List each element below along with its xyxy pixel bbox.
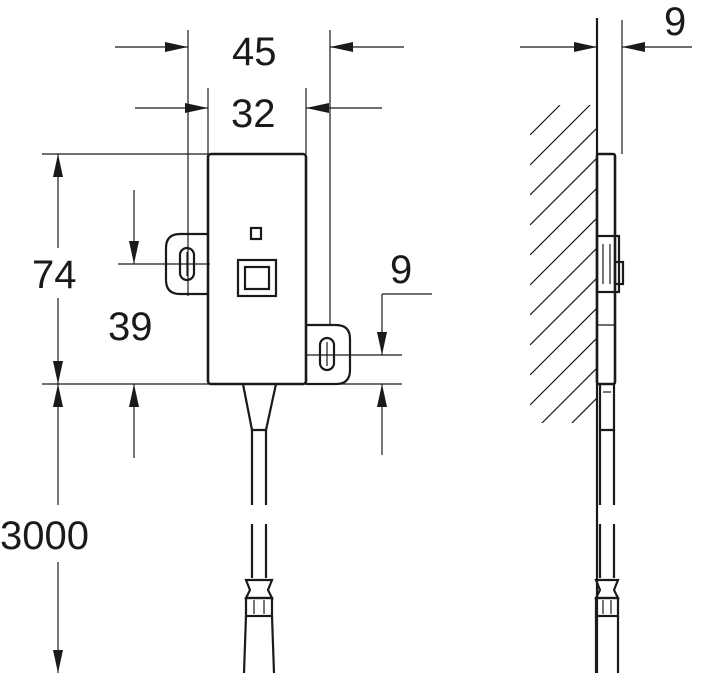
- side-bracket: [595, 234, 621, 294]
- dimension-label-9-side: 9: [664, 0, 686, 44]
- side-cable: [598, 384, 616, 578]
- dimension-label-45: 45: [232, 30, 277, 74]
- dimension-74: [42, 153, 402, 385]
- dimension-45: [115, 30, 404, 326]
- dimension-32: [135, 88, 382, 154]
- cable-connector: [242, 578, 276, 673]
- dimension-label-39: 39: [108, 305, 153, 349]
- cable: [241, 383, 278, 578]
- side-view: [530, 18, 625, 673]
- front-view: [164, 152, 352, 673]
- dimension-9-side: [520, 20, 692, 154]
- dimension-9-front: [306, 293, 432, 455]
- dimension-label-74: 74: [32, 253, 77, 297]
- dimension-label-32: 32: [231, 92, 276, 136]
- dimension-39: [118, 190, 210, 458]
- sensor-window-inner: [243, 265, 271, 291]
- side-connector: [594, 578, 620, 673]
- wall-hatching: [530, 105, 596, 423]
- dimension-label-9-front: 9: [390, 248, 412, 292]
- sensor-window-outer: [236, 258, 278, 298]
- indicator-square: [249, 226, 263, 241]
- dimension-3000: [53, 384, 63, 673]
- dimension-label-3000: 3000: [0, 514, 89, 558]
- housing-body: [206, 152, 308, 386]
- side-housing: [595, 152, 617, 386]
